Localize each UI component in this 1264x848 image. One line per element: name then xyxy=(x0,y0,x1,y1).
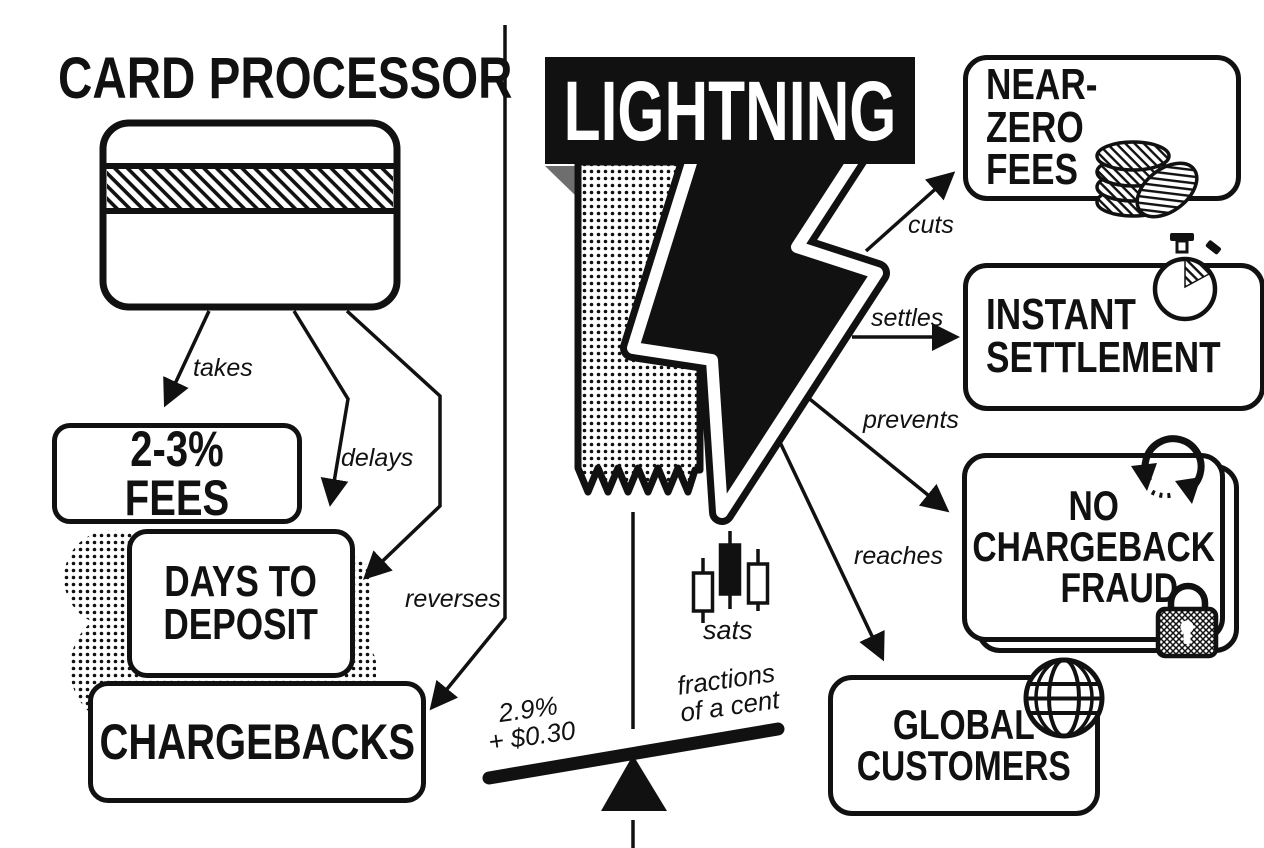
prevents-arrow xyxy=(804,394,950,513)
credit-card-icon xyxy=(99,119,401,311)
globe-icon xyxy=(1023,657,1105,739)
cuts-label: cuts xyxy=(908,211,954,239)
instant-line1: INSTANT xyxy=(986,290,1136,340)
near-zero-line2: FEES xyxy=(986,145,1078,195)
chargebacks-box-label: CHARGEBACKS xyxy=(99,713,415,770)
nocb-line2: CHARGEBACK xyxy=(972,523,1215,571)
delays-arrow-2 xyxy=(345,309,442,580)
nocb-line1: NO xyxy=(1068,482,1119,530)
seesaw-beam xyxy=(482,722,785,785)
sats-label: sats xyxy=(703,615,753,645)
circular-arrows-icon xyxy=(1131,435,1205,504)
card-processor-title: CARD PROCESSOR xyxy=(58,46,513,111)
cuts-arrow xyxy=(864,171,956,253)
candlestick-chart-icon xyxy=(691,531,770,623)
global-line1: GLOBAL xyxy=(893,700,1035,748)
nocb-line3: FRAUD xyxy=(1060,563,1178,611)
divider-reverses-arrow xyxy=(429,25,507,711)
prevents-label: prevents xyxy=(863,406,959,434)
stopwatch-icon xyxy=(1152,233,1221,322)
days-box-line1: DAYS TO xyxy=(164,556,318,606)
takes-arrow xyxy=(163,310,211,408)
balance-seesaw-icon xyxy=(482,512,785,848)
fees-box-label: 2-3% FEES xyxy=(124,421,230,526)
global-line2: CUSTOMERS xyxy=(856,741,1072,789)
near-zero-line1: NEAR-ZERO xyxy=(986,59,1098,152)
reaches-label: reaches xyxy=(854,542,943,570)
coins-icon xyxy=(1095,140,1199,219)
lightning-title: LIGHTNING xyxy=(563,63,897,158)
bolt-arrows xyxy=(776,171,960,662)
reverses-label: reverses xyxy=(405,585,501,613)
settles-label: settles xyxy=(871,304,944,332)
lightning-banner: LIGHTNING xyxy=(545,57,915,164)
card-arrows xyxy=(163,25,507,711)
delays-arrow xyxy=(292,310,350,507)
seesaw-fulcrum xyxy=(601,755,667,811)
reaches-arrow xyxy=(776,437,885,662)
instant-line2: SETTLEMENT xyxy=(986,333,1221,382)
days-box-line2: DEPOSIT xyxy=(163,599,319,649)
lightning-bolt-icon xyxy=(620,137,890,525)
banner-fold xyxy=(545,166,577,197)
fees-box: 2-3% FEES xyxy=(52,423,302,524)
delays-label: delays xyxy=(341,444,414,472)
page-title-left: CARD PROCESSOR xyxy=(58,50,612,108)
padlock-icon xyxy=(1155,582,1219,659)
days-to-deposit-box: DAYS TO DEPOSIT xyxy=(127,529,355,678)
chargebacks-box: CHARGEBACKS xyxy=(88,681,426,803)
takes-label: takes xyxy=(193,354,253,382)
